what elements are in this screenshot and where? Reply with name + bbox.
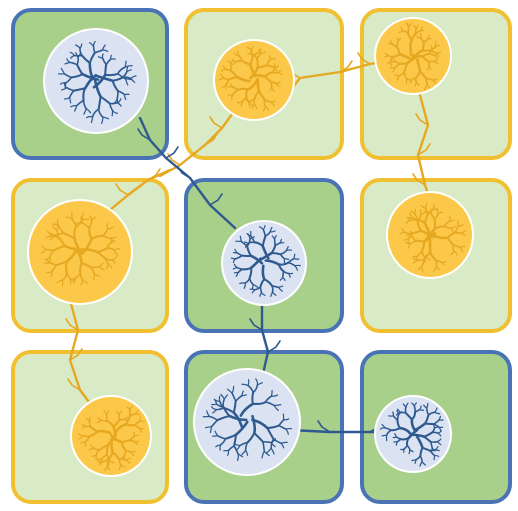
root-circle-yellow-r0c1 xyxy=(214,40,294,120)
root-circle-blue-r0c0 xyxy=(44,29,148,133)
root-circle-yellow-r0c2 xyxy=(375,18,451,94)
circle-layer xyxy=(28,18,473,476)
root-circle-blue-r2c1 xyxy=(194,369,300,475)
root-circle-yellow-r2c0 xyxy=(71,396,151,476)
root-circle-yellow-r1c0 xyxy=(28,200,132,304)
root-circle-blue-r1c1 xyxy=(222,221,306,305)
root-circle-blue-r2c2 xyxy=(375,396,451,472)
root-circle-yellow-r1c2 xyxy=(387,192,473,278)
connector-blue-top-left-to-center-twig xyxy=(166,147,178,158)
